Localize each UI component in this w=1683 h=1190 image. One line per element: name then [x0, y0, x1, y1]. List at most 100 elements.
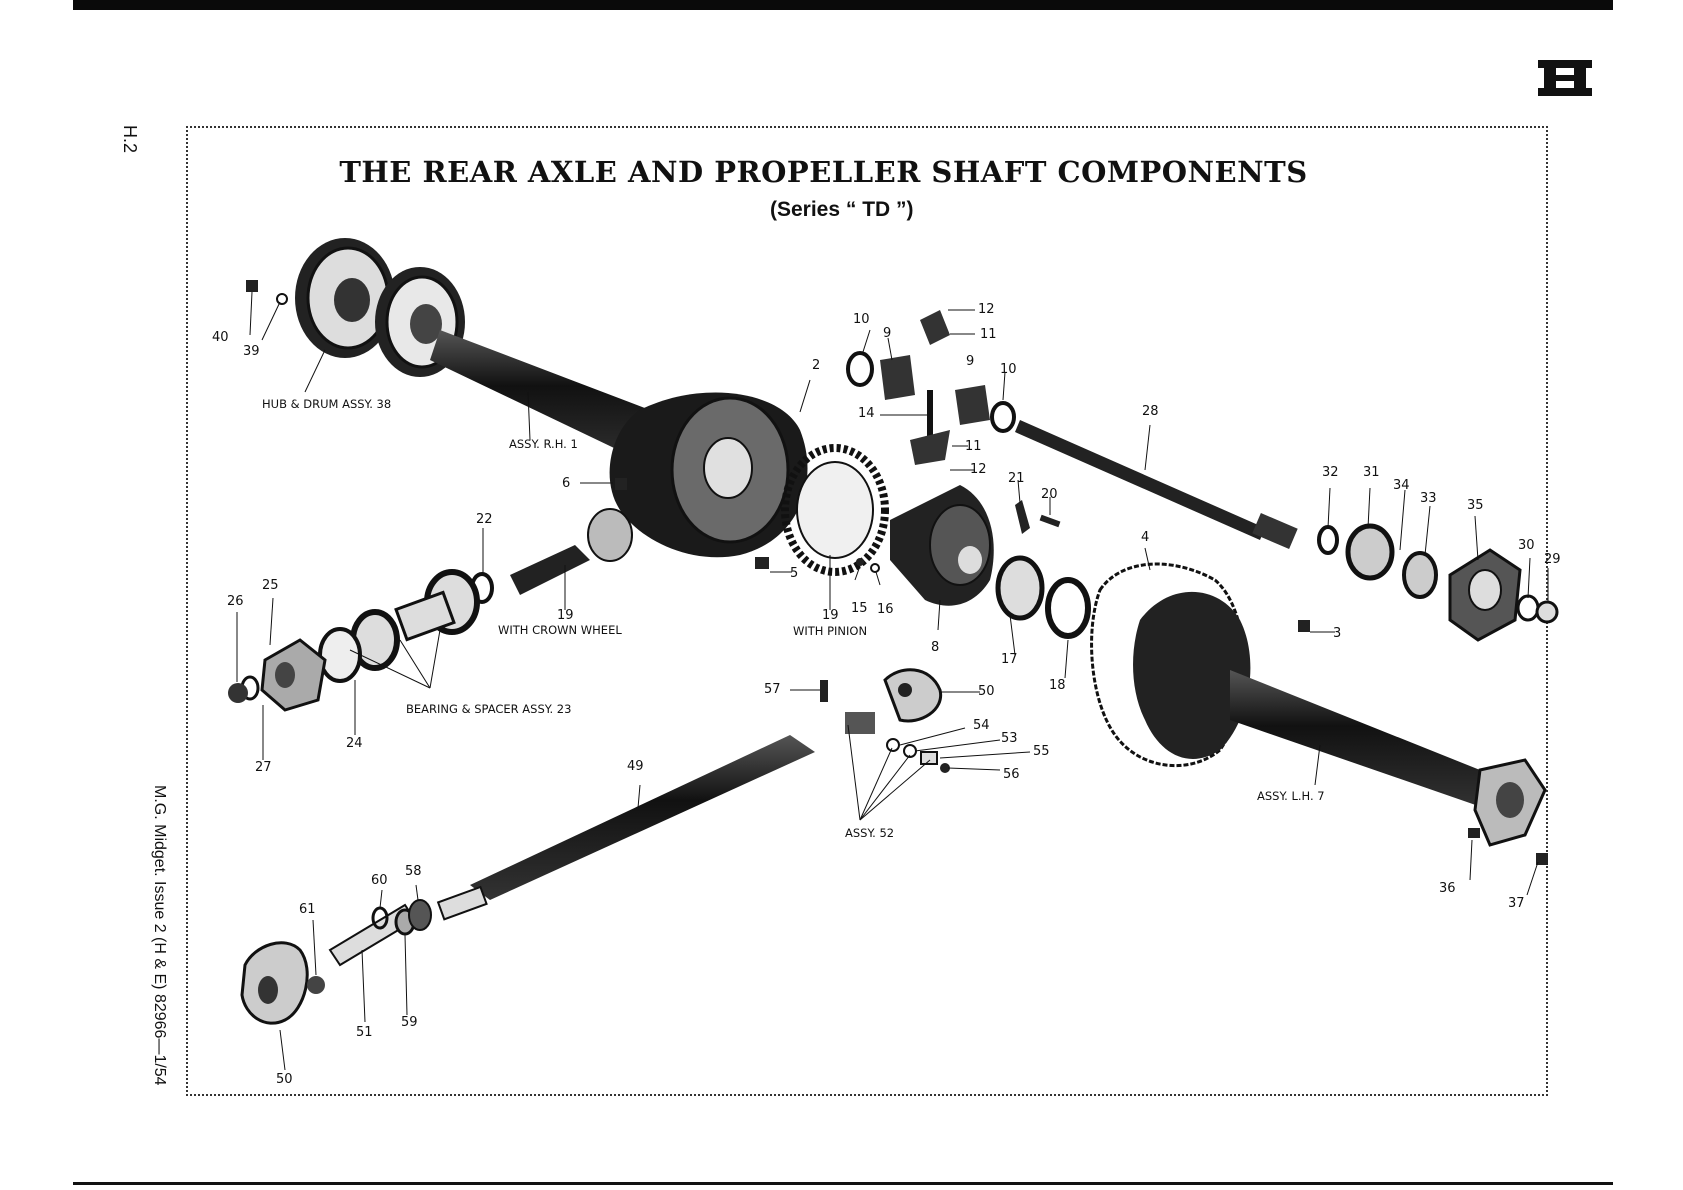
part-number-14: 14 — [858, 406, 875, 421]
part-number-28: 28 — [1142, 404, 1159, 419]
washer-32 — [1317, 525, 1339, 555]
part-number-16: 16 — [877, 602, 894, 617]
part-number-30: 30 — [1518, 538, 1535, 553]
nut-29 — [1535, 600, 1559, 624]
caption-bearing-spacer: BEARING & SPACER ASSY. 23 — [406, 702, 572, 716]
bottom-rule — [73, 1182, 1613, 1185]
part-number-33: 33 — [1420, 491, 1437, 506]
plug-6 — [615, 478, 627, 490]
nut-37 — [1536, 853, 1548, 865]
part-number-54: 54 — [973, 718, 990, 733]
washer-39 — [276, 293, 288, 305]
part-number-32: 32 — [1322, 465, 1339, 480]
axle-tube-rh — [430, 330, 680, 470]
part-number-25: 25 — [262, 578, 279, 593]
part-number-19: 19 — [557, 608, 574, 623]
washer-30 — [1516, 594, 1540, 622]
part-number-35: 35 — [1467, 498, 1484, 513]
bolt-36 — [1468, 828, 1480, 838]
part-number-27: 27 — [255, 760, 272, 775]
washer-16 — [870, 563, 880, 573]
part-number-11: 11 — [980, 327, 997, 342]
part-number-58: 58 — [405, 864, 422, 879]
nut-56 — [940, 763, 950, 773]
part-number-8: 8 — [931, 640, 940, 655]
yoke-50-right — [883, 668, 943, 723]
pinion-19 — [510, 545, 590, 595]
screw-20 — [1039, 514, 1061, 528]
part-number-39: 39 — [243, 344, 260, 359]
bush-55 — [920, 751, 938, 765]
caption-assy-lh: ASSY. L.H. 7 — [1257, 789, 1325, 803]
caption-assy-52: ASSY. 52 — [845, 826, 895, 840]
part-number-18: 18 — [1049, 678, 1066, 693]
part-number-20: 20 — [1041, 487, 1058, 502]
part-number-9: 9 — [883, 326, 892, 341]
part-number-5: 5 — [790, 566, 799, 581]
part-number-34: 34 — [1393, 478, 1410, 493]
part-number-15: 15 — [851, 601, 868, 616]
gear-9b — [955, 385, 990, 425]
part-number-59: 59 — [401, 1015, 418, 1030]
diagram-subtitle: (Series “ TD ”) — [770, 198, 914, 221]
seal-33 — [1402, 551, 1438, 599]
part-number-2: 2 — [812, 358, 821, 373]
shim-18 — [1045, 577, 1091, 639]
caption-assy-rh: ASSY. R.H. 1 — [509, 437, 578, 451]
diagram-title-container: THE REAR AXLE AND PROPELLER SHAFT COMPON… — [0, 155, 1683, 189]
part-number-21: 21 — [1008, 471, 1025, 486]
spline-58 — [408, 899, 432, 931]
part-number-60: 60 — [371, 873, 388, 888]
washer-10b — [990, 401, 1016, 433]
nut-3 — [1298, 620, 1310, 632]
bolt-57 — [820, 680, 828, 702]
diagram-title: THE REAR AXLE AND PROPELLER SHAFT COMPON… — [339, 155, 1308, 189]
spider-52 — [845, 712, 875, 734]
part-number-10: 10 — [853, 312, 870, 327]
half-shaft-28 — [1015, 420, 1265, 540]
part-number-12: 12 — [978, 302, 995, 317]
section-tab-h-icon — [1538, 60, 1592, 96]
bearing-24 — [318, 627, 362, 683]
part-number-9b: 9 — [966, 354, 975, 369]
pinion-12 — [920, 310, 950, 345]
hub-drum-assembly — [295, 238, 465, 377]
axle-casing-centre — [587, 392, 808, 562]
part-number-4: 4 — [1141, 530, 1150, 545]
bolt-15 — [856, 558, 864, 566]
nut-26 — [228, 683, 248, 703]
part-number-36: 36 — [1439, 881, 1456, 896]
axle-casing-lh — [1090, 562, 1547, 847]
part-number-17: 17 — [1001, 652, 1018, 667]
part-number-37: 37 — [1508, 896, 1525, 911]
bearing-31 — [1345, 523, 1395, 581]
differential-cage — [890, 485, 994, 606]
part-number-55: 55 — [1033, 744, 1050, 759]
part-number-22: 22 — [476, 512, 493, 527]
part-number-56: 56 — [1003, 767, 1020, 782]
pinion-gear-9 — [880, 355, 915, 400]
part-number-50: 50 — [978, 684, 995, 699]
crown-wheel — [781, 444, 889, 576]
part-number-49: 49 — [627, 759, 644, 774]
part-number-12b: 12 — [970, 462, 987, 477]
part-number-19b: 19 — [822, 608, 839, 623]
bearing-17 — [995, 555, 1045, 621]
leader-lines — [236, 291, 1549, 1071]
spider-61 — [307, 976, 325, 994]
part-number-53: 53 — [1001, 731, 1018, 746]
propeller-tube-49 — [470, 735, 815, 900]
part-number-40: 40 — [212, 330, 229, 345]
pinion-11 — [910, 430, 950, 465]
caption-with-pinion: WITH PINION — [793, 624, 868, 638]
lock-21 — [1015, 500, 1030, 534]
washer-54 — [886, 738, 900, 752]
part-number-51: 51 — [356, 1025, 373, 1040]
thrust-washer-10 — [846, 351, 874, 387]
part-number-6: 6 — [562, 476, 571, 491]
part-number-26: 26 — [227, 594, 244, 609]
caption-hub-drum: HUB & DRUM ASSY. 38 — [262, 397, 392, 411]
caption-with-crown-wheel: WITH CROWN WHEEL — [498, 623, 622, 637]
part-number-10b: 10 — [1000, 362, 1017, 377]
